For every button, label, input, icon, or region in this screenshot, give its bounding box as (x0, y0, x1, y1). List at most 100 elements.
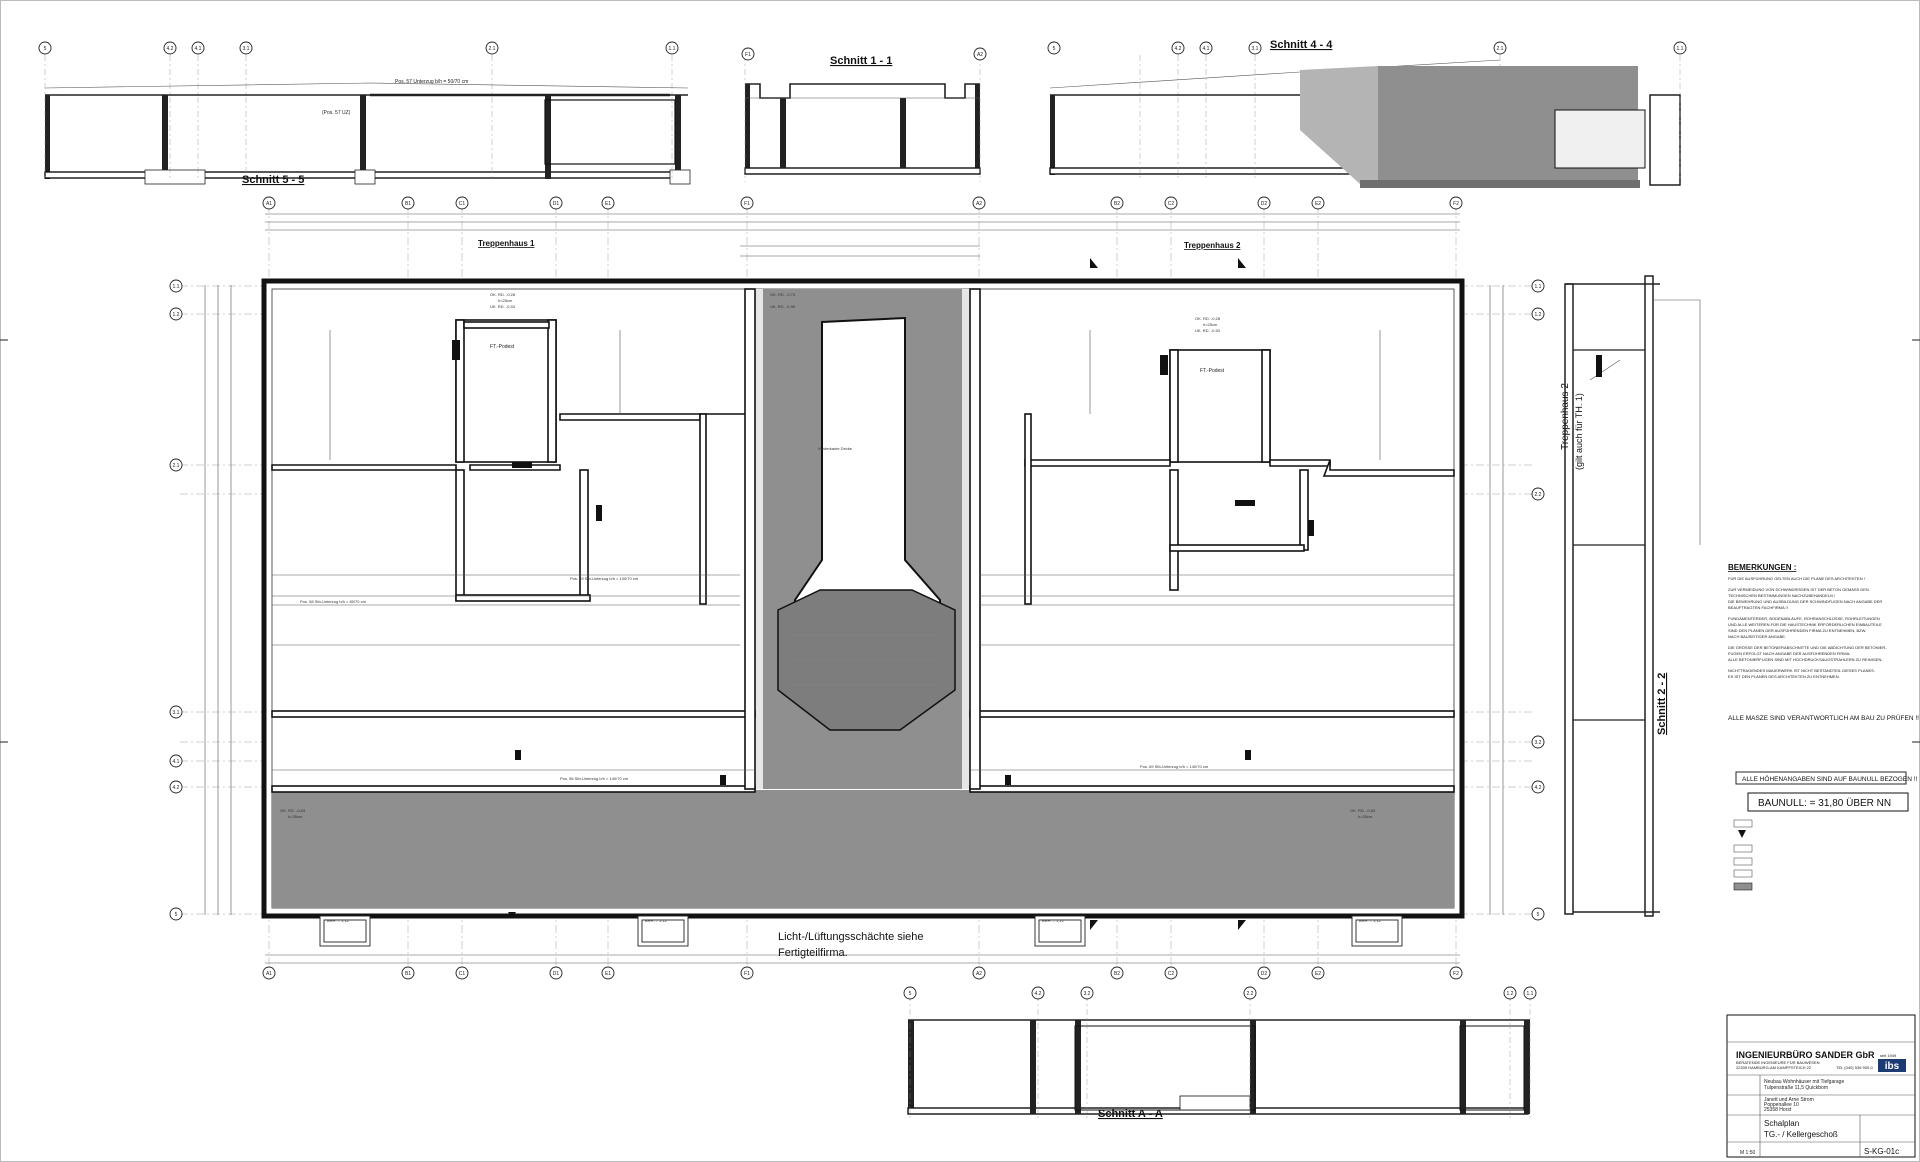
row-axis-label: 1.1 (173, 284, 180, 290)
column-axis-label: B2 (1114, 971, 1120, 977)
client-city: 25358 Horst (1764, 1107, 1792, 1113)
client-name: Janett und Arne Strom (1764, 1097, 1814, 1103)
row-axis-label: 5 (175, 912, 178, 918)
stair-2-side-title: Treppenhaus 2 (1560, 383, 1571, 450)
axis-bubble (1248, 41, 1262, 55)
vorderkante-label: Vorderkante Decke (818, 446, 853, 451)
axis-bubble (1047, 41, 1061, 55)
column-axis-bubble (740, 966, 754, 980)
column-axis-label: C1 (459, 201, 466, 207)
remark-line: FUNDAMENTERDER, BODENABLÄUFE, ROHRANSCHL… (1728, 616, 1880, 621)
plan-title: Schalplan (1764, 1119, 1799, 1128)
brh-label: BRH. = 1,12 (645, 918, 668, 923)
column-axis-label: E1 (605, 971, 611, 977)
column-axis-bubble (262, 966, 276, 980)
axis-label: 1.1 (669, 46, 676, 52)
row-axis-bubble (1531, 487, 1545, 501)
row-axes-left: 1.11.22.13.14.14.25 (169, 279, 183, 921)
axis-label: 4.1 (1203, 46, 1210, 52)
beam-label: Pos. 59 Stb-Unterzug b/h = 100/70 cm (570, 576, 639, 581)
section-4-4-title: Schnitt 4 - 4 (1270, 39, 1333, 51)
beam-label: Pos. 69 Stb-Unterzug b/h = 140/70 cm (1140, 764, 1209, 769)
axis-label: A2 (977, 52, 983, 58)
level-label: UK. RD. -0,53 (490, 304, 516, 309)
project-name: Neubau Wohnhäuser mit Tiefgarage (1764, 1079, 1844, 1085)
axis-bubble (1031, 986, 1045, 1000)
section-1-1-title: Schnitt 1 - 1 (830, 55, 892, 67)
uz-label: (Pos. 57 UZ) (322, 110, 351, 116)
row-axis-bubble (1531, 735, 1545, 749)
plan-subtitle: TG.- / Kellergeschoß (1764, 1130, 1838, 1139)
plan-scale: M 1:50 (1740, 1150, 1756, 1156)
column-axis-label: E2 (1315, 201, 1321, 207)
level-label: OK. RD. -0,28 (1195, 316, 1221, 321)
axis-bubble (163, 41, 177, 55)
axis-bubble (741, 47, 755, 61)
axis-label: 1.2 (1507, 991, 1514, 997)
axis-label: 5 (909, 991, 912, 997)
section-5-5-title: Schnitt 5 - 5 (242, 174, 304, 186)
section-4-4: Schnitt 4 - 4 5 4.2 4.1 3.1 2.1 1.1 (1047, 39, 1687, 188)
axis-label: 5 (1053, 46, 1056, 52)
unterzug-label: Pos. 57 Unterzug b/h = 50/70 cm (395, 79, 468, 85)
column-axis-bubble (455, 196, 469, 210)
level-label: OK. RD. -0,63 (1350, 808, 1376, 813)
row-axis-label: 1.1 (1535, 284, 1542, 290)
column-axis-bubble (972, 966, 986, 980)
column-axis-bubble (1311, 196, 1325, 210)
column-axis-bubble (549, 196, 563, 210)
axis-bubble (1673, 41, 1687, 55)
axis-bubble (1243, 986, 1257, 1000)
remark-line: DIE GRÖSSE DER BETONIERABSCHNITTE UND DI… (1728, 645, 1887, 650)
firm-address: 22339 HAMBURG-AM KAMPFSTEICH 22 (1736, 1065, 1812, 1070)
section-a-a-title: Schnitt A - A (1098, 1108, 1163, 1120)
column-axis-bubble (1311, 966, 1325, 980)
row-axis-bubble (169, 307, 183, 321)
section-marker (1238, 258, 1246, 268)
section-marker (1090, 920, 1098, 930)
remark-line: BEAUFTRAGTEN FACHFIRMA !! (1728, 605, 1788, 610)
row-axis-bubble (1531, 279, 1545, 293)
section-a-a: Schnitt A - A 5 4.2 3.2 2.2 1.2 1.1 (903, 986, 1537, 1120)
column-axis-bubble (401, 196, 415, 210)
level-label: h=25cm (1203, 322, 1218, 327)
stair-1-title: Treppenhaus 1 (478, 239, 535, 248)
column-axis-label: D2 (1261, 971, 1268, 977)
column-axis-bubble (262, 196, 276, 210)
level-label: OK. RD. -0,28 (490, 292, 516, 297)
column-axis-bubble (972, 196, 986, 210)
row-axis-bubble (1531, 307, 1545, 321)
axis-bubble (485, 41, 499, 55)
column-axis-label: D1 (553, 971, 560, 977)
axis-bubble (191, 41, 205, 55)
row-axis-label: 4.2 (1535, 785, 1542, 791)
row-axis-label: 2.2 (1535, 492, 1542, 498)
stair-2-title: Treppenhaus 2 (1184, 241, 1241, 250)
remark-line: TECHNISCHEN BESTIMMUNGEN NACHZUBEHANDELN… (1728, 593, 1835, 598)
row-axis-label: 1.2 (1535, 312, 1542, 318)
row-axis-bubble (169, 458, 183, 472)
axis-label: 3.2 (1084, 991, 1091, 997)
row-axis-label: 4.1 (173, 759, 180, 765)
column-axis-label: A2 (976, 971, 982, 977)
brh-label: BRH. = 1,12 (1042, 918, 1065, 923)
column-axis-label: B1 (405, 201, 411, 207)
axis-label: 2.1 (1497, 46, 1504, 52)
column-axis-label: F2 (1453, 201, 1459, 207)
level-label: UK. RD. -0,53 (1195, 328, 1221, 333)
firm-subtitle: BERATENDE INGENIEURE FÜR BAUWESEN (1736, 1060, 1820, 1065)
client-address: Poppenallee 10 (1764, 1102, 1799, 1108)
row-axis-label: 2.1 (173, 463, 180, 469)
row-axis-bubble (1531, 780, 1545, 794)
axis-label: 4.2 (167, 46, 174, 52)
axis-label: 4.1 (195, 46, 202, 52)
heights-note: ALLE HÖHENANGABEN SIND AUF BAUNULL BEZOG… (1742, 775, 1917, 783)
column-axis-label: A2 (976, 201, 982, 207)
column-axis-label: E2 (1315, 971, 1321, 977)
shaft-note-line-1: Licht-/Lüftungsschächte siehe (778, 931, 924, 943)
column-axis-label: C2 (1168, 201, 1175, 207)
plan-number: S-KG-01c (1864, 1147, 1899, 1156)
section-5-5: Pos. 57 Unterzug b/h = 50/70 cm (Pos. 57… (38, 41, 691, 186)
